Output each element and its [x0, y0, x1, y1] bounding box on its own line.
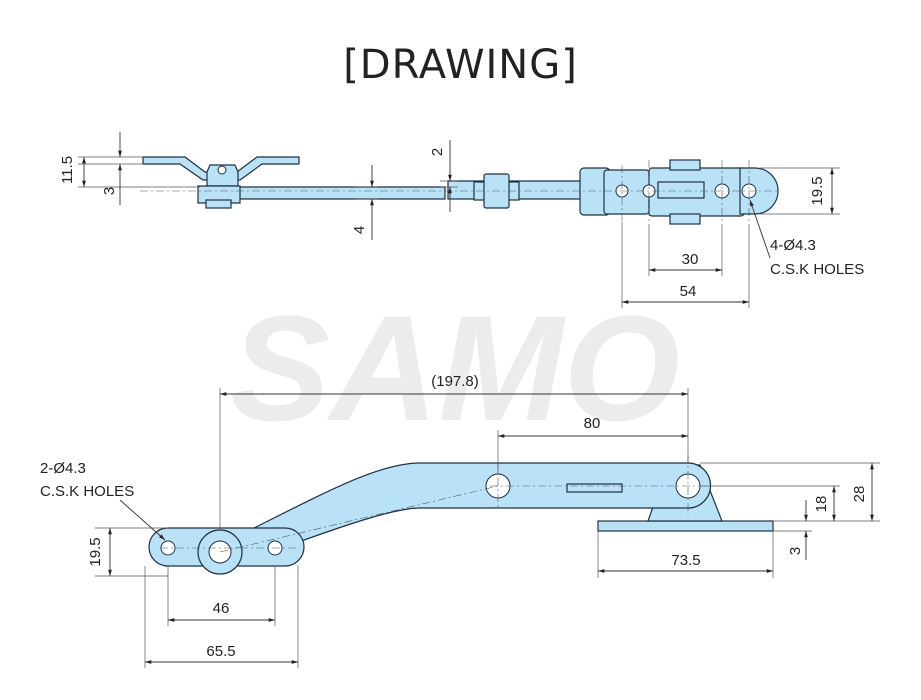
top-hole-note-line2: C.S.K HOLES: [770, 261, 864, 278]
dim-54-top: 54: [680, 283, 697, 300]
dim-30-top: 30: [682, 251, 699, 268]
dim-28: 28: [851, 486, 868, 503]
dim-46: 46: [213, 600, 230, 617]
dim-65-5: 65.5: [206, 643, 235, 660]
side-hole-note-line1: 2-Ø4.3: [40, 460, 86, 477]
drawing-title: [DRAWING]: [343, 42, 578, 88]
side-view: (197.8) 80 28 18 3 73.5 19.5 46: [40, 373, 880, 668]
dim-19-5-side: 19.5: [87, 537, 104, 566]
dim-73-5: 73.5: [671, 552, 700, 569]
top-left-bracket: [142, 156, 300, 181]
top-pivot-washer: [205, 199, 232, 209]
dim-19-5-top: 19.5: [809, 176, 826, 205]
side-hole-note-line2: C.S.K HOLES: [40, 483, 134, 500]
side-long-arm: [248, 462, 712, 549]
watermark-text: SAMO: [230, 284, 680, 452]
top-view: 11.5 3 4 2 19.5 30 54 4-Ø4.3 C.S.K HOLES: [59, 132, 864, 308]
dim-4-top: 4: [351, 226, 368, 234]
top-base-end: [739, 167, 779, 215]
dim-18: 18: [813, 496, 830, 513]
top-base-slot: [657, 181, 705, 199]
top-nut-bolt: [217, 165, 227, 175]
top-hole-note-line1: 4-Ø4.3: [770, 237, 816, 254]
dim-3-top: 3: [101, 187, 118, 195]
dim-80: 80: [584, 415, 601, 432]
dim-3-side: 3: [787, 547, 804, 555]
side-latch-pin: [566, 483, 623, 493]
dim-197-8: (197.8): [431, 373, 479, 390]
top-base-tab-lower: [669, 213, 701, 225]
top-base-tab-upper: [669, 159, 701, 171]
dim-2-top: 2: [429, 148, 446, 156]
top-arm-pivot: [197, 185, 241, 204]
side-base-plate: [597, 520, 774, 532]
dim-11-5-top: 11.5: [59, 156, 76, 184]
